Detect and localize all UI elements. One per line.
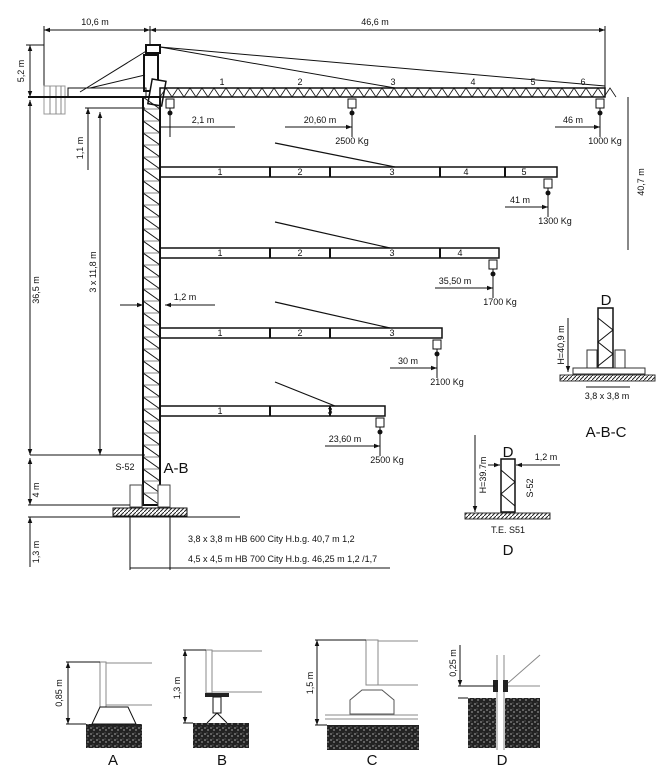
load-label: 1700 Kg [483,297,517,307]
load-label: 2500 Kg [335,136,369,146]
jib-tie [274,142,396,168]
jib-section-number: 3 [327,406,332,416]
hook [488,259,498,298]
jib-config-3: 1 2 3 4 35,50 m 1700 Kg [159,221,517,307]
jib-configurations: 1 2 3 4 5 6 2,1 m 20,60 m 2500 Kg 46 m 1000 Kg 1 2 3 4… [159,77,622,465]
base-c-height: 1,5 m [305,672,315,695]
view-label: A-B [163,460,188,477]
radius-label: 35,50 m [439,276,472,286]
jib-length: 46,6 m [361,17,389,27]
counter-jib-length: 10,6 m [81,17,109,27]
jib-section-number: 3 [390,77,395,87]
jib-tie [274,221,391,249]
jib-section-number: 6 [580,77,585,87]
mast-type-label: S-52 [115,462,134,472]
under-hook-height: 36,5 m [31,276,41,304]
jib-section-number: 3 [389,167,394,177]
total-height: 40,7 m [636,168,646,196]
foundation-note-1: 3,8 x 3,8 m HB 600 City H.b.g. 40,7 m 1,… [188,534,355,544]
load-label: 2100 Kg [430,377,464,387]
hook [375,417,385,456]
foundation-depth: 1,3 m [31,541,41,564]
jib-section-number: 2 [297,77,302,87]
jib [159,405,386,417]
detail-d-title: D [503,444,514,461]
left-dimensions: 36,5 m 1,1 m 3 x 11,8 m 1,2 m S-52 A-B 4… [27,97,646,570]
hook [432,339,442,378]
jib-section-number: 2 [297,248,302,258]
radius-label: 46 m [563,115,583,125]
jib-config-2: 1 2 3 4 5 41 m 1300 Kg [159,142,572,226]
jib-config-4: 1 2 3 30 m 2100 Kg [159,301,464,387]
jib-section-number: 1 [219,77,224,87]
foundation-note-2: 4,5 x 4,5 m HB 700 City H.b.g. 46,25 m 1… [188,554,377,564]
load-label: 2500 Kg [370,455,404,465]
base-b-height: 1,3 m [172,677,182,700]
mast-width: 1,2 m [174,292,197,302]
base-d-label: D [497,752,508,769]
jib-section-number: 4 [463,167,468,177]
jib-section-number: 4 [457,248,462,258]
mast [142,96,161,506]
jib-section-number: 1 [217,406,222,416]
hook [165,98,175,137]
radius-label: 23,60 m [329,434,362,444]
jib-config-1: 1 2 3 4 5 6 2,1 m 20,60 m 2500 Kg 46 m 1000 Kg [159,77,622,146]
hook [347,98,357,137]
base-c-label: C [367,752,378,769]
first-gap: 1,1 m [75,137,85,160]
jib-section-number: 1 [217,248,222,258]
base-a-label: A [108,752,118,769]
jib-section-number: 2 [297,328,302,338]
jib-config-5: 1 3 23,60 m 2500 Kg [159,381,404,465]
radius-label: 41 m [510,195,530,205]
jib [159,87,606,98]
jib-tie [274,381,336,407]
detail-d-base: T.E. S51 [491,525,525,535]
jib-section-number: 5 [530,77,535,87]
detail-abc-title: D [601,292,612,309]
jib-section-number: 3 [389,248,394,258]
detail-d-label: D [503,542,514,559]
jib [159,166,558,178]
top-dimensions: 10,6 m 46,6 m 5,2 m [16,17,606,97]
sections-dimension: 3 x 11,8 m [88,251,98,292]
detail-d: D H=39.7m 1,2 m S-52 T.E. S51 D [464,435,560,559]
crane-structure [28,44,606,518]
jib-section-number: 5 [521,167,526,177]
jib-tie [274,301,391,329]
detail-d-height: H=39.7m [478,457,488,494]
radius-label: 20,60 m [304,115,337,125]
jib-section-number: 2 [297,167,302,177]
jib-section-number: 1 [217,328,222,338]
detail-abc-label: A-B-C [586,424,627,441]
detail-d-width: 1,2 m [535,452,558,462]
jib-section-number: 1 [217,167,222,177]
top-height: 5,2 m [16,60,26,83]
detail-abc: D H=40,9 m 3,8 x 3,8 m A-B-C [556,292,656,441]
load-label: 1000 Kg [588,136,622,146]
base-d-height: 0,25 m [448,649,458,677]
base-details: 0,85 m A 1,3 m B 1,5 m C 0,25 m D [54,639,541,769]
jib-section-number: 3 [389,328,394,338]
detail-d-mast: S-52 [525,478,535,497]
hook [595,98,605,137]
detail-abc-height: H=40,9 m [556,325,566,364]
radius-label: 2,1 m [192,115,215,125]
hook [543,178,553,217]
base-a-height: 0,85 m [54,679,64,707]
load-label: 1300 Kg [538,216,572,226]
jib [159,327,443,339]
base-height: 4 m [31,482,41,497]
jib-section-number: 4 [470,77,475,87]
base-b-label: B [217,752,227,769]
detail-abc-base: 3,8 x 3,8 m [585,391,630,401]
radius-label: 30 m [398,356,418,366]
